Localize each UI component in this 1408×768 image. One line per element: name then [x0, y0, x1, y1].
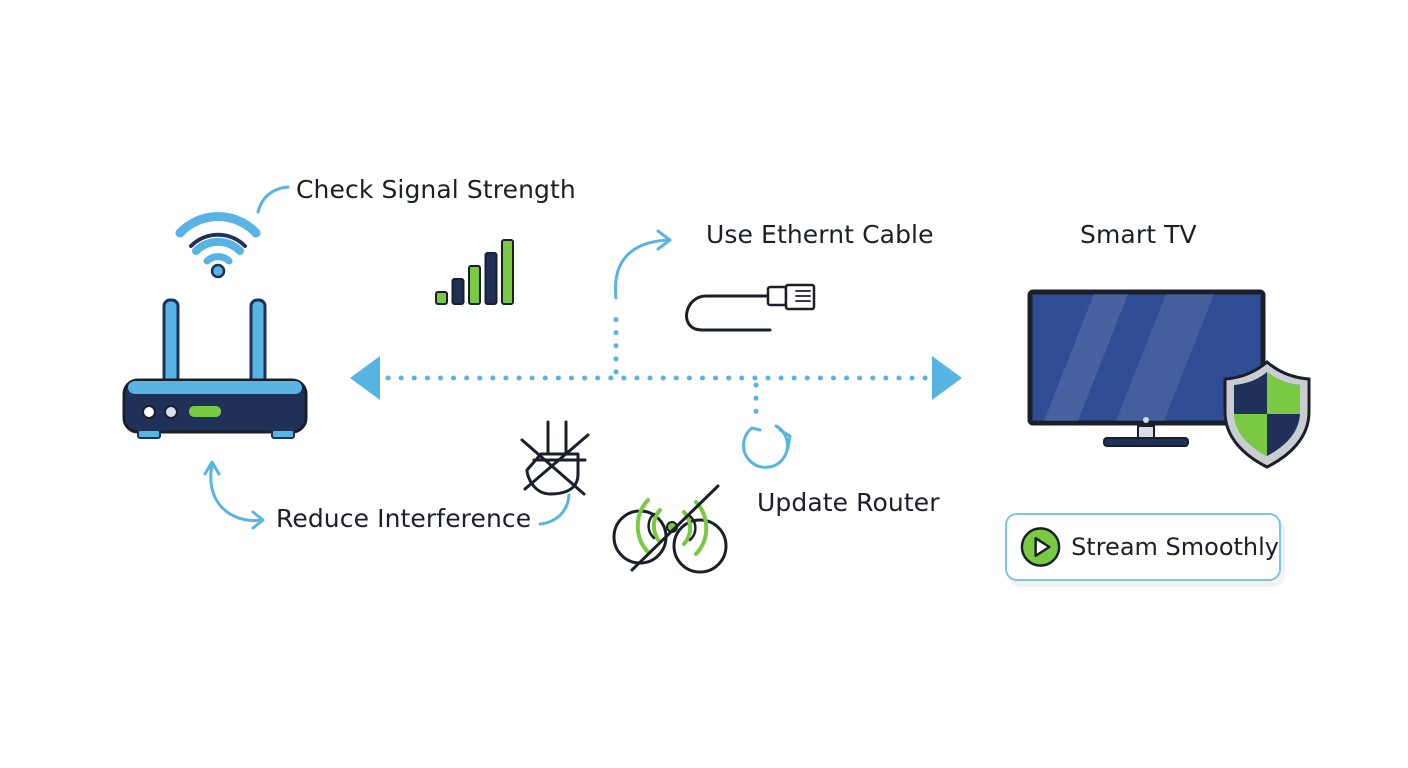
- signal-bar: [451, 278, 465, 305]
- signal-bar: [468, 265, 481, 305]
- ethernet-branch: [613, 229, 672, 375]
- wifi-icon: [175, 212, 261, 279]
- smart-tv-icon: [1027, 289, 1266, 447]
- signal-connector: [256, 185, 290, 214]
- ethernet-cable-icon: [685, 283, 816, 332]
- stream-smoothly-label: Stream Smoothly: [1071, 533, 1279, 561]
- signal-bar: [435, 291, 448, 305]
- update-router-label: Update Router: [757, 488, 940, 517]
- connection-line: [350, 356, 962, 400]
- refresh-icon: [742, 424, 792, 469]
- use-ethernet-cable-label: Use Ethernt Cable: [706, 220, 934, 249]
- arrow-right-icon: [932, 356, 962, 400]
- interference-connector: [203, 460, 571, 530]
- router-icon: [122, 298, 308, 439]
- signal-bar: [484, 252, 498, 305]
- shield-icon: [1223, 360, 1311, 469]
- reduce-interference-label: Reduce Interference: [276, 504, 532, 533]
- smart-tv-label: Smart TV: [1080, 220, 1197, 249]
- signal-bars-icon: [435, 239, 514, 305]
- signal-bar: [501, 239, 514, 305]
- crossed-plug-icon: [520, 420, 590, 496]
- arrow-left-icon: [350, 356, 380, 400]
- no-wireless-icon: [612, 484, 728, 574]
- stream-smoothly-badge: Stream Smoothly: [1005, 513, 1281, 581]
- play-icon: [1020, 527, 1061, 567]
- check-signal-strength-label: Check Signal Strength: [296, 175, 576, 204]
